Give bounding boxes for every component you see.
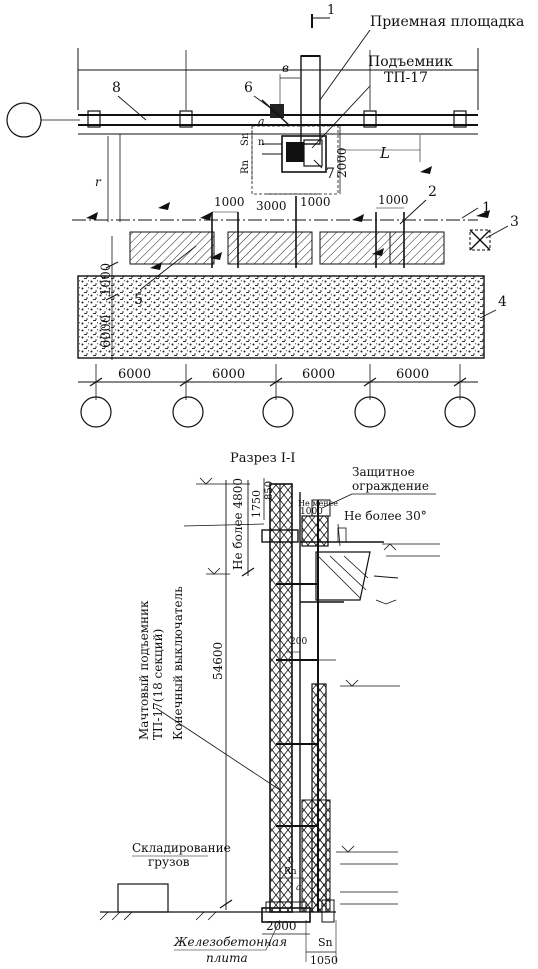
axis-marker-left [6,102,80,138]
floor-beams [276,583,318,827]
section-view: Разрез I-I 54600 Не более 4800 1750 850 [99,451,440,967]
bracket-element [261,99,291,127]
guard-label-line2: ограждение [352,479,429,493]
storage-blocks [129,196,445,268]
lift-label-leader [311,85,371,149]
section-mark-top: 1 [311,3,335,28]
dim-r-label: r [95,175,102,189]
storage-label-line2: грузов [148,855,190,869]
mast-tower [269,483,293,913]
dim-200: 200 [290,637,307,647]
not-less-label: Не менее [298,499,338,508]
ground-hatch [99,911,217,921]
dim-not-more-4800: Не более 4800 [231,478,245,570]
callout-2: 2 [428,184,437,200]
dim-1000-guard: 1000 [300,507,323,517]
dim-n-label: n [258,137,265,148]
building-section [299,492,331,913]
dim-1050-base: 1050 [310,954,338,967]
dim-3000: 3000 [256,199,287,213]
dim-sn-label: Sn [240,132,251,146]
dim-b-label: в [282,61,289,75]
building-slab [77,275,485,359]
axis-markers-bottom [80,396,476,428]
dim-54600: 54600 [211,642,225,680]
span-3: 6000 [302,367,335,382]
plan-view: 1 Приемная площадка Подъемник ТП-17 8 [6,3,524,428]
dim-6000-vertical: 6000 [99,315,114,348]
slab-label-line1: Железобетонная [173,935,287,949]
span-4: 6000 [396,367,429,382]
dim-1000-left: 1000 [214,195,245,209]
dim-rn-label: Rn [240,159,251,174]
top-platform [261,499,384,603]
mast-label-line2: ТП-17(18 секций) [151,629,165,740]
north-cross-symbol [469,229,491,251]
dim-1000-center: 1000 [300,195,331,209]
dim-1750: 1750 [250,490,263,518]
slab-label-line2: плита [206,951,248,965]
callout-4: 4 [498,294,507,310]
callout-8: 8 [112,80,121,96]
dim-2000: 2000 [335,147,349,178]
section-title: Разрез I-I [230,451,296,466]
receiving-platform [300,55,321,145]
callout-3: 3 [510,214,519,230]
bottom-span-dims: 6000 6000 6000 6000 [78,364,478,400]
dim-sn-base: Sn [318,936,333,949]
dim-1000-right: 1000 [378,193,409,207]
cargo-storage-box [117,883,169,913]
base-a-label: a [296,883,301,893]
callout-6: 6 [244,80,253,96]
lift-cabin [251,125,339,195]
span-1: 6000 [118,367,151,382]
base-n-label: n [288,855,294,865]
dim-L-label: L [379,144,390,162]
guard-label-line1: Защитное [352,465,415,479]
receiving-platform-leader [319,29,371,101]
not-more-30-label: Не более 30° [344,509,427,523]
dim-a-label: а [258,115,265,128]
limit-switch-label: Конечный выключатель [171,586,185,740]
right-level-marks [318,543,440,905]
lift-label-line1: Подъемник [368,54,453,70]
dim-1000-vertical: 1000 [99,263,114,296]
mast-label-line1: Мачтовый подъемник [137,600,151,740]
section-mark-top-label: 1 [327,3,335,18]
concrete-slab [261,899,335,923]
lift-label-line2: ТП-17 [384,70,428,86]
base-rn-label: Rn [284,867,297,877]
callout-1: 1 [482,200,491,216]
top-dimension-line [77,48,479,110]
dim-2000-base: 2000 [266,919,297,933]
storage-label-line1: Складирование [132,841,231,855]
callout-7: 7 [326,166,335,182]
callout-5: 5 [134,292,143,308]
receiving-platform-label: Приемная площадка [370,14,524,30]
left-vertical-dims: 1000 6000 [99,236,119,360]
span-2: 6000 [212,367,245,382]
